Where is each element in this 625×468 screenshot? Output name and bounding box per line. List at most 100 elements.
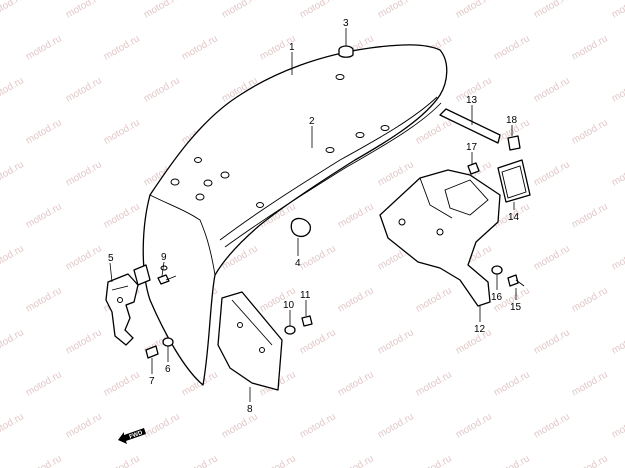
callout-6: 6 xyxy=(165,364,171,375)
watermark-text: motod.ru xyxy=(336,453,376,468)
watermark-text: motod.ru xyxy=(570,369,610,398)
watermark-text: motod.ru xyxy=(492,369,532,398)
watermark-text: motod.ru xyxy=(336,285,376,314)
watermark-text: motod.ru xyxy=(532,327,572,356)
mudflap-8 xyxy=(217,291,283,391)
watermark-text: motod.ru xyxy=(610,243,625,272)
watermark-text: motod.ru xyxy=(102,201,142,230)
bolt-15 xyxy=(507,274,525,287)
cushion-4 xyxy=(290,217,312,238)
watermark-text: motod.ru xyxy=(376,159,416,188)
reflector-14 xyxy=(497,159,531,203)
watermark-text: motod.ru xyxy=(454,411,494,440)
watermark-text: motod.ru xyxy=(532,159,572,188)
rear-fender xyxy=(142,44,448,386)
watermark-text: motod.ru xyxy=(570,117,610,146)
callout-18: 18 xyxy=(506,115,518,126)
watermark-text: motod.ru xyxy=(532,411,572,440)
callout-9: 9 xyxy=(161,252,167,263)
callout-17: 17 xyxy=(466,142,478,153)
watermark-text: motod.ru xyxy=(64,243,104,272)
watermark-text: motod.ru xyxy=(220,411,260,440)
nut-7 xyxy=(145,345,159,359)
watermark-text: motod.ru xyxy=(0,411,26,440)
watermark-text: motod.ru xyxy=(336,201,376,230)
watermark-text: motod.ru xyxy=(532,0,572,21)
watermark-text: motod.ru xyxy=(414,285,454,314)
watermark-text: motod.ru xyxy=(454,0,494,21)
watermark-text: motod.ru xyxy=(24,453,64,468)
bolt-9 xyxy=(157,274,177,285)
watermark-text: motod.ru xyxy=(142,75,182,104)
watermark-text: motod.ru xyxy=(64,0,104,21)
callout-13: 13 xyxy=(466,95,478,106)
watermark-text: motod.ru xyxy=(610,159,625,188)
watermark-text: motod.ru xyxy=(180,453,220,468)
watermark-text: motod.ru xyxy=(64,159,104,188)
grommet-6 xyxy=(162,337,174,347)
watermark-text: motod.ru xyxy=(570,33,610,62)
callout-16: 16 xyxy=(491,292,503,303)
callout-3: 3 xyxy=(343,18,349,29)
watermark-text: motod.ru xyxy=(102,369,142,398)
bracket-5 xyxy=(105,273,139,346)
watermark-text: motod.ru xyxy=(610,75,625,104)
watermark-text: motod.ru xyxy=(102,33,142,62)
fwd-arrow-icon: FWD xyxy=(118,428,146,444)
callout-10: 10 xyxy=(283,300,295,311)
watermark-text: motod.ru xyxy=(610,0,625,21)
license-bracket-12 xyxy=(379,169,501,307)
watermark-text: motod.ru xyxy=(142,0,182,21)
connector-block xyxy=(133,264,151,286)
watermark-text: motod.ru xyxy=(376,327,416,356)
watermark-text: motod.ru xyxy=(24,285,64,314)
watermark-text: motod.ru xyxy=(64,327,104,356)
watermark-text: motod.ru xyxy=(24,369,64,398)
watermark-text: motod.ru xyxy=(64,411,104,440)
watermark-text: motod.ru xyxy=(492,33,532,62)
watermark-text: motod.ru xyxy=(532,75,572,104)
callout-5: 5 xyxy=(108,253,114,264)
bolt-11 xyxy=(301,315,313,327)
clip-18 xyxy=(507,135,521,151)
watermark-text: motod.ru xyxy=(258,453,298,468)
watermark-text: motod.ru xyxy=(414,453,454,468)
watermark-text: motod.ru xyxy=(220,0,260,21)
watermark-text: motod.ru xyxy=(64,75,104,104)
callout-1: 1 xyxy=(289,42,295,53)
callout-12: 12 xyxy=(474,324,486,335)
bolt-17 xyxy=(467,162,480,175)
callouts: 1 2 3 4 5 6 7 8 9 10 11 12 13 14 15 16 1… xyxy=(108,18,522,415)
watermark-text: motod.ru xyxy=(610,411,625,440)
callout-4: 4 xyxy=(295,258,301,269)
watermark-text: motod.ru xyxy=(0,327,26,356)
washer-16 xyxy=(491,265,503,275)
watermark-text: motod.ru xyxy=(180,33,220,62)
watermark-text: motod.ru xyxy=(298,327,338,356)
watermark-text: motod.ru xyxy=(102,453,142,468)
watermark-text: motod.ru xyxy=(24,201,64,230)
watermark-text: motod.ru xyxy=(24,117,64,146)
watermark-text: motod.ru xyxy=(24,33,64,62)
callout-8: 8 xyxy=(247,404,253,415)
watermark-text: motod.ru xyxy=(336,369,376,398)
callout-14: 14 xyxy=(508,212,520,223)
leader-lines xyxy=(109,28,517,402)
watermark-text: motod.ru xyxy=(298,0,338,21)
watermark-text: motod.ru xyxy=(532,243,572,272)
watermark-text: motod.ru xyxy=(570,285,610,314)
watermark-text: motod.ru xyxy=(298,411,338,440)
watermark-text: motod.ru xyxy=(570,453,610,468)
watermark-text: motod.ru xyxy=(376,411,416,440)
callout-2: 2 xyxy=(309,116,315,127)
watermark-text: motod.ru xyxy=(492,453,532,468)
watermark-text: motod.ru xyxy=(102,117,142,146)
callout-15: 15 xyxy=(510,302,522,313)
watermark-text: motod.ru xyxy=(376,0,416,21)
watermark-text: motod.ru xyxy=(298,243,338,272)
fwd-label: FWD xyxy=(129,430,145,441)
watermark-text: motod.ru xyxy=(0,75,26,104)
watermark-text: motod.ru xyxy=(610,327,625,356)
callout-11: 11 xyxy=(300,290,311,301)
watermark-text: motod.ru xyxy=(142,411,182,440)
